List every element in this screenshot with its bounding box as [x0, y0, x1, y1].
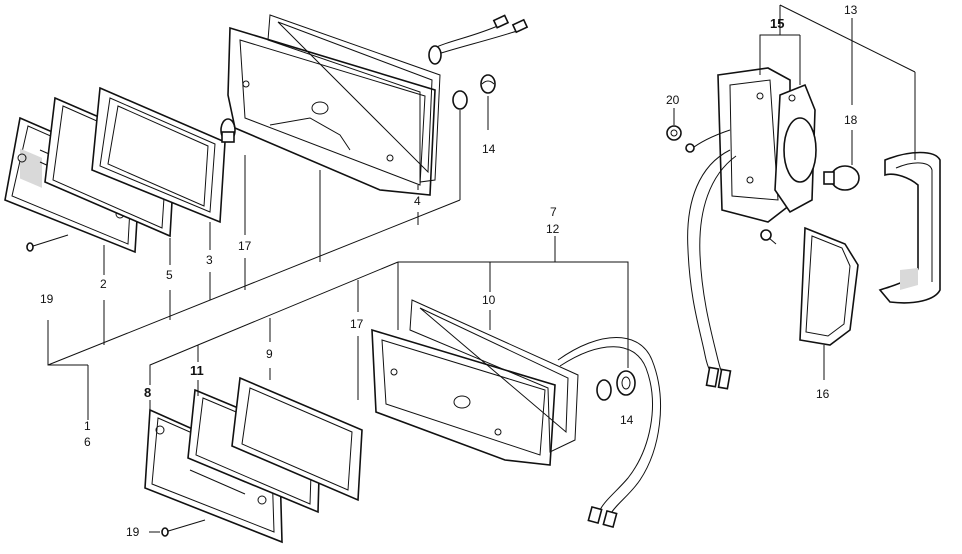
callout-15: 15: [770, 16, 784, 31]
marker-nut-20: [666, 125, 695, 153]
callouts: 1 6 2 5 3 17 4 14 19 8 11 9 17 10 7 12 1…: [40, 3, 858, 539]
marker-wires: [687, 129, 737, 390]
callout-19a: 19: [40, 292, 54, 306]
marker-cover-13: [878, 151, 941, 304]
marker-bulb-18: [823, 165, 860, 191]
callout-14b: 14: [620, 413, 634, 427]
marker-socket: [774, 83, 817, 214]
callout-17b: 17: [350, 317, 364, 331]
top-wires: [428, 14, 529, 65]
callout-19b: 19: [126, 525, 140, 539]
side-marker-assembly: [666, 67, 941, 390]
callout-6: 6: [84, 435, 91, 449]
bottom-grommets: [596, 370, 636, 401]
callout-4: 4: [414, 194, 421, 208]
top-grommets: [452, 74, 496, 110]
callout-2: 2: [100, 277, 107, 291]
callout-8: 8: [144, 385, 151, 400]
callout-14a: 14: [482, 142, 496, 156]
top-bulb-17: [220, 118, 236, 143]
callout-5: 5: [166, 268, 173, 282]
bottom-wires: [557, 337, 661, 529]
callout-7: 7: [550, 205, 557, 219]
callout-16: 16: [816, 387, 830, 401]
callout-9: 9: [266, 347, 273, 361]
callout-10: 10: [482, 293, 496, 307]
bottom-housing-10: [371, 299, 579, 466]
bottom-frame-9: [231, 376, 363, 502]
callout-20: 20: [666, 93, 680, 107]
top-frame-3: [91, 86, 226, 224]
callout-18: 18: [844, 113, 858, 127]
callout-12: 12: [546, 222, 560, 236]
callout-11: 11: [190, 363, 204, 378]
top-lamp-assembly: [4, 14, 529, 254]
callout-17a: 17: [238, 239, 252, 253]
bottom-lamp-assembly: [144, 299, 661, 544]
callout-1: 1: [84, 419, 91, 433]
top-screw-19: [26, 234, 69, 252]
top-housing: [227, 14, 441, 196]
callout-3: 3: [206, 253, 213, 267]
bottom-screw-19: [161, 519, 206, 537]
leader-lines: [47, 4, 916, 533]
callout-13: 13: [844, 3, 858, 17]
marker-lens-16: [799, 226, 859, 346]
marker-screw: [760, 229, 777, 245]
